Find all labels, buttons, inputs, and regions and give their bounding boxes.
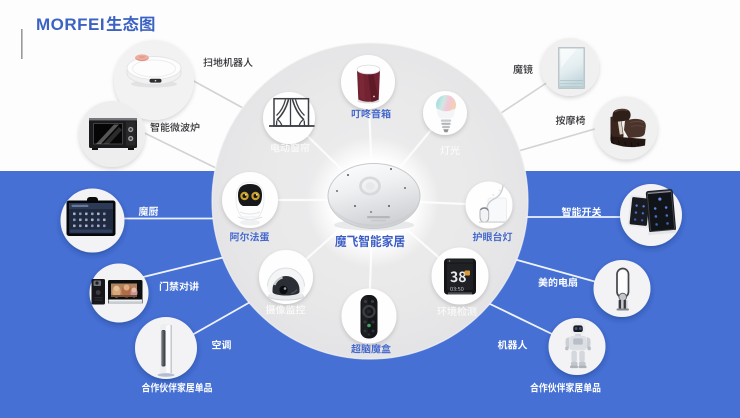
svg-text:MORFEI: MORFEI (36, 15, 105, 34)
